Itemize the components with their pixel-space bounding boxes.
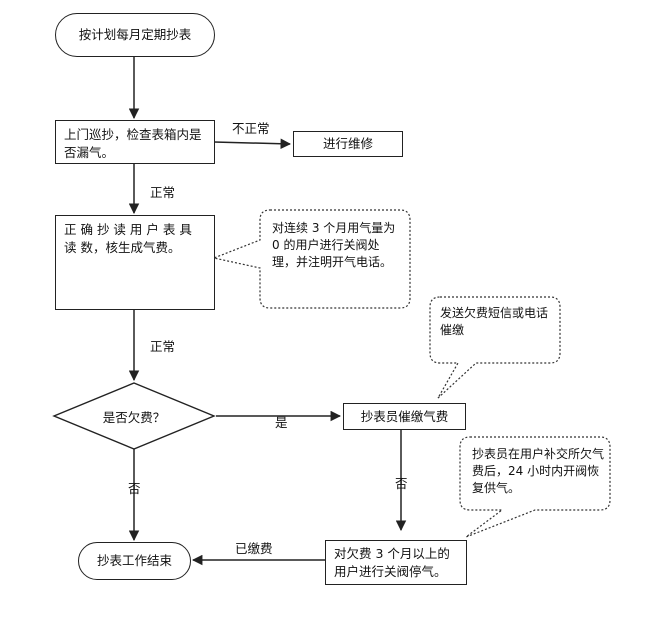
repair-node: 进行维修 (293, 131, 403, 157)
callout-zero-usage-text: 对连续 3 个月用气量为 0 的用户进行关阀处理，并注明开气电话。 (272, 220, 400, 271)
edge-label-normal-2: 正常 (150, 339, 176, 354)
callout-restore-text: 抄表员在用户补交所欠气费后，24 小时内开阀恢复供气。 (472, 446, 604, 497)
edge-label-abnormal: 不正常 (232, 121, 270, 136)
callout-restore-bubble (459, 436, 611, 538)
decision-label: 是否欠费？ (84, 406, 184, 426)
start-node-label: 按计划每月定期抄表 (78, 27, 192, 42)
callout-sms-bubble (429, 296, 561, 399)
remind-node: 抄表员催缴气费 (343, 403, 466, 430)
inspect-node: 上门巡抄，检查表箱内是否漏气。 (55, 120, 215, 164)
edge-label-yes: 是 (275, 415, 288, 430)
decision-text: 是否欠费？ (102, 409, 166, 425)
callout-restore-label: 抄表员在用户补交所欠气费后，24 小时内开阀恢复供气。 (472, 447, 605, 495)
callout-zero-usage-label: 对连续 3 个月用气量为 0 的用户进行关阀处理，并注明开气电话。 (272, 221, 396, 269)
edge-label-normal-1: 正常 (150, 185, 176, 200)
shutoff-node-label: 对欠费 3 个月以上的用户进行关阀停气。 (334, 546, 450, 579)
shutoff-node: 对欠费 3 个月以上的用户进行关阀停气。 (325, 540, 467, 585)
edge-label-no-2: 否 (395, 476, 408, 491)
repair-node-label: 进行维修 (322, 136, 373, 151)
callout-sms-text: 发送欠费短信或电话催缴 (440, 305, 554, 339)
edge-label-paid: 已缴费 (235, 541, 273, 556)
remind-node-label: 抄表员催缴气费 (360, 408, 449, 424)
end-node: 抄表工作结束 (78, 542, 191, 580)
edge-inspect-to-repair (213, 138, 292, 149)
read-node-label: 正 确 抄 读 用 户 表 具 读 数，核生成气费。 (64, 222, 192, 255)
inspect-node-label: 上门巡抄，检查表箱内是否漏气。 (64, 127, 202, 160)
start-node: 按计划每月定期抄表 (55, 13, 215, 57)
callout-zero-usage-bubble (211, 209, 411, 309)
decision-diamond (52, 382, 216, 450)
callout-sms-label: 发送欠费短信或电话催缴 (440, 306, 549, 337)
end-node-label: 抄表工作结束 (96, 553, 172, 568)
read-node: 正 确 抄 读 用 户 表 具 读 数，核生成气费。 (55, 215, 215, 310)
edge-label-no-1: 否 (128, 481, 141, 496)
